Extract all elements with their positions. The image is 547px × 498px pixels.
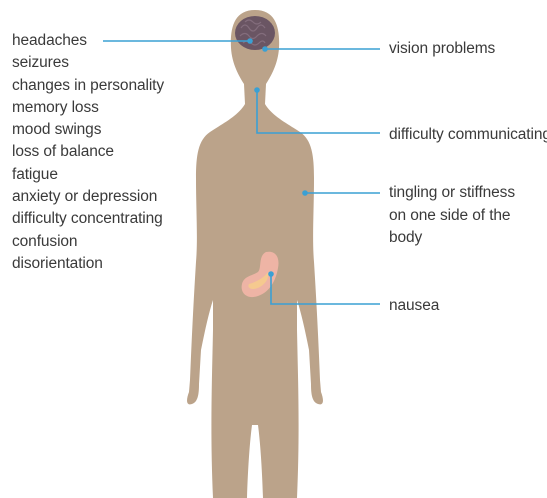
symptom-mood-swings: mood swings [12,119,164,141]
callout-communicating-text: difficulty communicating [389,124,547,147]
symptom-disorientation: disorientation [12,253,164,275]
symptom-seizures: seizures [12,52,164,74]
callout-nausea-text: nausea [389,295,439,318]
body-silhouette [187,10,323,498]
callout-tingling-stiffness: tingling or stiffness on one side of the… [389,182,515,250]
symptom-confusion: confusion [12,231,164,253]
symptom-memory-loss: memory loss [12,97,164,119]
symptom-personality: changes in personality [12,75,164,97]
callout-tingling-line1: tingling or stiffness [389,182,515,205]
symptom-list: headaches seizures changes in personalit… [12,30,164,275]
callout-vision-problems: vision problems [389,38,495,61]
symptom-concentrating: difficulty concentrating [12,208,164,230]
symptom-anxiety: anxiety or depression [12,186,164,208]
callout-vision-text: vision problems [389,38,495,61]
symptom-headaches: headaches [12,30,164,52]
symptom-loss-of-balance: loss of balance [12,141,164,163]
callout-tingling-line3: body [389,227,515,250]
symptom-fatigue: fatigue [12,164,164,186]
callout-difficulty-communicating: difficulty communicating [389,124,547,147]
callout-tingling-line2: on one side of the [389,205,515,228]
callout-nausea: nausea [389,295,439,318]
